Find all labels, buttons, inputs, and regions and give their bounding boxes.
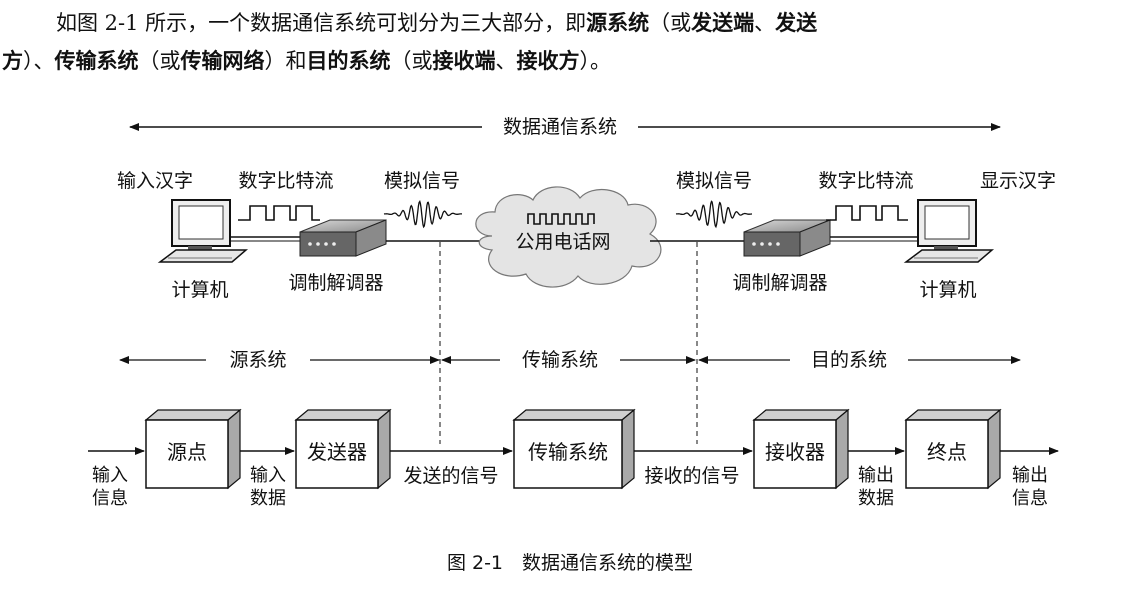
left-analog-waveform (383, 200, 462, 229)
input-data-label-1: 输入 (250, 465, 286, 486)
left-computer-icon (157, 199, 249, 263)
section-source-label: 源系统 (229, 349, 286, 371)
output-data-label-2: 数据 (858, 488, 894, 509)
bold-term: 目的系统 (306, 49, 391, 73)
bold-term: 方 (2, 49, 23, 73)
block-source-label: 源点 (167, 440, 207, 464)
right-modem-icon (743, 219, 831, 257)
input-info-label-1: 输入 (92, 465, 128, 486)
left-modem-icon (299, 219, 387, 257)
output-data-label-1: 输出 (858, 465, 894, 486)
section-transmission-label: 传输系统 (522, 349, 598, 371)
output-info-label-1: 输出 (1012, 465, 1048, 486)
left-analog-label: 模拟信号 (384, 170, 460, 192)
block-transmission-system (512, 408, 636, 490)
left-computer-label: 计算机 (171, 279, 228, 301)
text-run: ）、 (23, 49, 55, 73)
text-run: ）。 (579, 49, 612, 73)
bold-term: 传输系统 (54, 49, 139, 73)
display-hanzi-label: 显示汉字 (980, 170, 1056, 192)
block-destination-label: 终点 (927, 440, 967, 464)
figure-caption: 图 2-1 数据通信系统的模型 (446, 552, 694, 574)
bold-term: 源系统 (586, 11, 650, 35)
right-analog-waveform (675, 200, 752, 229)
block-destination (904, 408, 1002, 490)
text-run: （或 (649, 11, 692, 35)
left-bitstream-label: 数字比特流 (238, 170, 333, 192)
right-analog-label: 模拟信号 (676, 170, 752, 192)
text-run: （或 (390, 49, 433, 73)
bold-term: 接收端 (432, 49, 496, 73)
block-transmitter (294, 408, 392, 490)
text-run: 、 (495, 49, 517, 73)
block-receiver (752, 408, 850, 490)
block-transmission-label: 传输系统 (528, 440, 608, 464)
intro-paragraph: 如图 2-1 所示，一个数据通信系统可划分为三大部分，即源系统（或发送端、发送 … (0, 4, 1140, 80)
right-computer-label: 计算机 (919, 279, 976, 301)
bold-term: 接收方 (516, 49, 580, 73)
received-signal-label: 接收的信号 (644, 465, 739, 487)
bold-term: 发送 (775, 11, 818, 35)
left-modem-label: 调制解调器 (288, 272, 383, 294)
text-run: （或 (138, 49, 181, 73)
input-hanzi-label: 输入汉字 (117, 170, 193, 192)
input-data-label-2: 数据 (250, 488, 286, 509)
right-bitstream-waveform (826, 205, 908, 221)
intro-line-2: 方）、传输系统（或传输网络）和目的系统（或接收端、接收方）。 (0, 42, 1140, 80)
public-phone-network-cloud (475, 186, 662, 288)
block-transmitter-label: 发送器 (307, 440, 367, 464)
text-run: 、 (754, 11, 776, 35)
top-span-label: 数据通信系统 (503, 116, 617, 138)
text-run: 如图 2-1 所示，一个数据通信系统可划分为三大部分，即 (56, 11, 587, 35)
right-computer-icon (903, 199, 995, 263)
output-info-label-2: 信息 (1012, 488, 1048, 509)
right-bitstream-label: 数字比特流 (818, 170, 913, 192)
sent-signal-label: 发送的信号 (403, 465, 498, 487)
cloud-label: 公用电话网 (515, 231, 610, 253)
section-destination-label: 目的系统 (811, 349, 887, 371)
block-source (144, 408, 242, 490)
left-bitstream-waveform (238, 205, 320, 221)
text-run: ）和 (264, 49, 307, 73)
bold-term: 发送端 (691, 11, 755, 35)
bold-term: 传输网络 (180, 49, 265, 73)
right-modem-label: 调制解调器 (732, 272, 827, 294)
input-info-label-2: 信息 (92, 488, 128, 509)
intro-line-1: 如图 2-1 所示，一个数据通信系统可划分为三大部分，即源系统（或发送端、发送 (0, 4, 1140, 42)
block-receiver-label: 接收器 (765, 440, 825, 464)
